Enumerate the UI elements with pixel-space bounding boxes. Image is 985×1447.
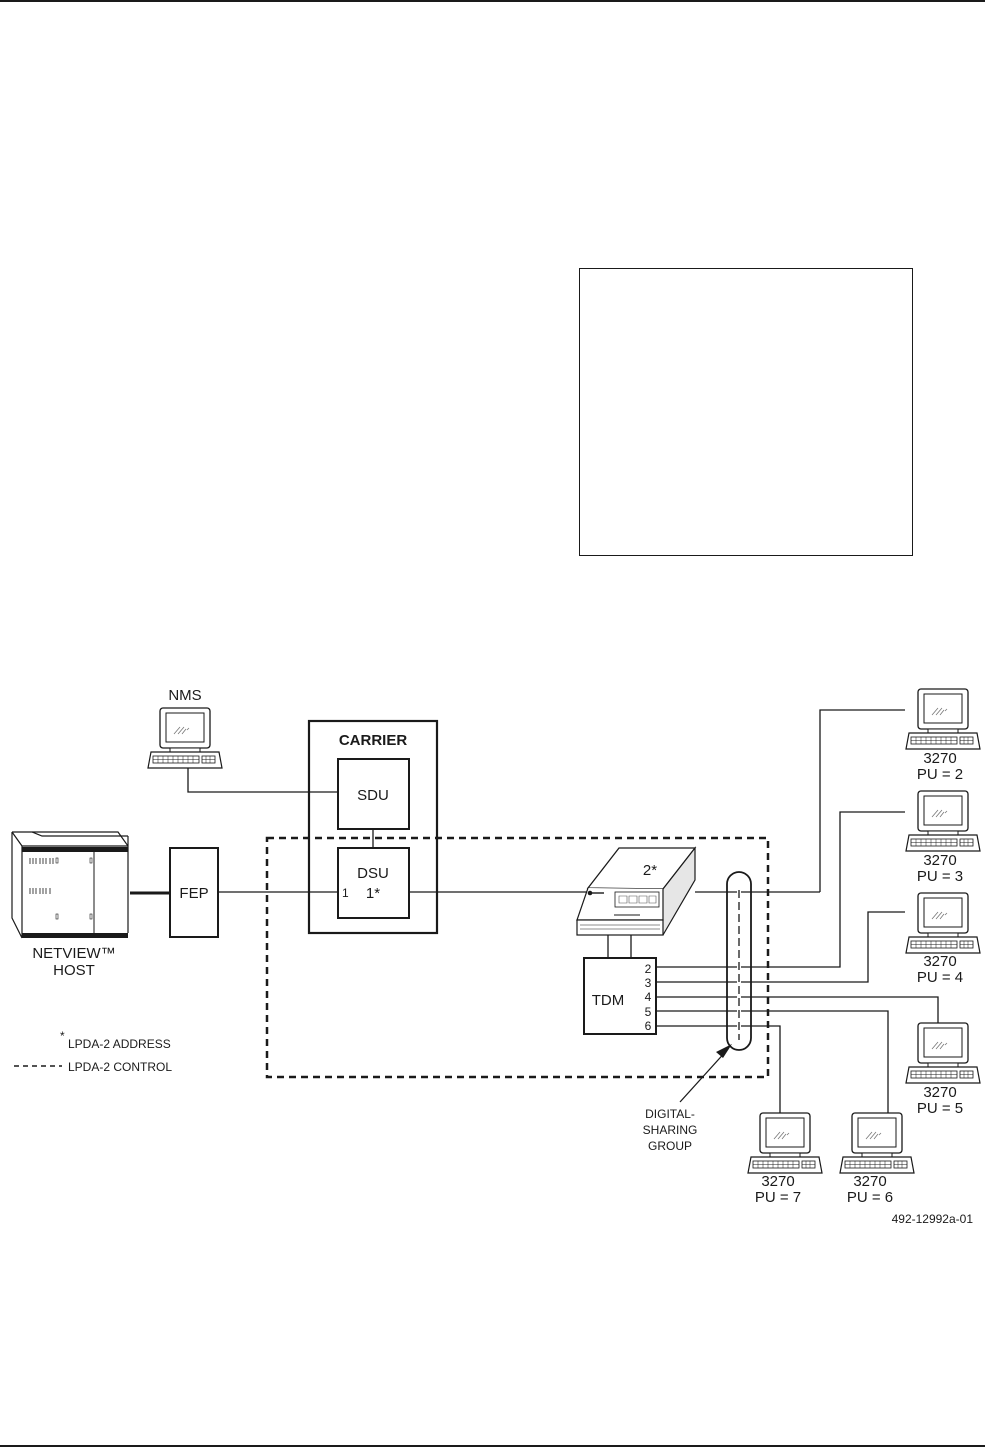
carrier-label: CARRIER bbox=[339, 732, 408, 749]
legend-control-label: LPDA-2 CONTROL bbox=[68, 1060, 172, 1074]
fep-box: FEP bbox=[169, 847, 219, 938]
dsu-label: DSU bbox=[357, 865, 389, 882]
modem-device: 2* bbox=[576, 846, 697, 936]
tdm-port-6: 6 bbox=[645, 1019, 652, 1033]
carrier-box: CARRIER SDU DSU 1* 1 bbox=[307, 719, 439, 935]
modem-address: 2* bbox=[643, 862, 657, 879]
arrow-icon bbox=[716, 1044, 732, 1058]
netview-host: NETVIEW™ HOST bbox=[11, 831, 129, 979]
svg-text:GROUP: GROUP bbox=[648, 1139, 692, 1153]
tdm-box: TDM 2 3 4 5 6 bbox=[583, 957, 657, 1035]
svg-text:PU = 2: PU = 2 bbox=[917, 766, 963, 783]
svg-text:3270: 3270 bbox=[923, 750, 956, 767]
top-rule bbox=[0, 0, 985, 2]
dsu-address: 1* bbox=[366, 885, 380, 902]
sdu-label: SDU bbox=[357, 787, 389, 804]
tdm-port-3: 3 bbox=[645, 976, 652, 990]
svg-text:3270: 3270 bbox=[761, 1173, 794, 1190]
svg-text:PU = 7: PU = 7 bbox=[755, 1189, 801, 1206]
svg-text:DIGITAL-: DIGITAL- bbox=[645, 1107, 695, 1121]
svg-text:PU = 4: PU = 4 bbox=[917, 969, 963, 986]
terminal-icon bbox=[147, 707, 223, 769]
svg-text:PU = 3: PU = 3 bbox=[917, 868, 963, 885]
tdm-port-5: 5 bbox=[645, 1005, 652, 1019]
dsu-box bbox=[337, 847, 410, 919]
figure-reference: 492-12992a-01 bbox=[892, 1212, 974, 1226]
nms-terminal: NMS bbox=[147, 687, 223, 769]
host-label-line1: NETVIEW™ bbox=[32, 945, 115, 962]
tdm-label: TDM bbox=[592, 992, 625, 1009]
terminal-pu7: 3270 PU = 7 bbox=[747, 1112, 823, 1206]
terminal-pu3: 3270 PU = 3 bbox=[905, 790, 981, 885]
svg-text:3270: 3270 bbox=[853, 1173, 886, 1190]
dsg-label: DIGITAL- SHARING GROUP bbox=[643, 1107, 698, 1153]
empty-figure-box bbox=[579, 268, 913, 556]
svg-text:PU = 6: PU = 6 bbox=[847, 1189, 893, 1206]
svg-text:SHARING: SHARING bbox=[643, 1123, 698, 1137]
legend: * LPDA-2 ADDRESS LPDA-2 CONTROL bbox=[14, 1029, 172, 1074]
svg-text:3270: 3270 bbox=[923, 852, 956, 869]
tdm-port-links bbox=[656, 811, 939, 1117]
nms-sdu-link bbox=[187, 768, 338, 793]
sdu-box bbox=[337, 758, 410, 830]
fep-label: FEP bbox=[179, 885, 208, 902]
terminal-pu2: 3270 PU = 2 bbox=[905, 688, 981, 783]
terminal-pu4: 3270 PU = 4 bbox=[905, 892, 981, 986]
svg-text:3270: 3270 bbox=[923, 953, 956, 970]
digital-sharing-group-loop bbox=[726, 871, 752, 1051]
host-label-line2: HOST bbox=[53, 962, 95, 979]
tdm-port-2: 2 bbox=[645, 962, 652, 976]
terminal-pu6: 3270 PU = 6 bbox=[839, 1112, 915, 1206]
legend-address-symbol: * bbox=[60, 1029, 65, 1043]
svg-text:3270: 3270 bbox=[923, 1084, 956, 1101]
legend-address-label: LPDA-2 ADDRESS bbox=[68, 1037, 171, 1051]
bottom-rule bbox=[0, 1445, 985, 1447]
svg-text:PU = 5: PU = 5 bbox=[917, 1100, 963, 1117]
lpda-control-boundary bbox=[265, 836, 770, 1079]
dsu-port-label: 1 bbox=[342, 886, 349, 900]
tdm-port-4: 4 bbox=[645, 990, 652, 1004]
terminal-pu5: 3270 PU = 5 bbox=[905, 1022, 981, 1117]
nms-label: NMS bbox=[168, 687, 201, 704]
